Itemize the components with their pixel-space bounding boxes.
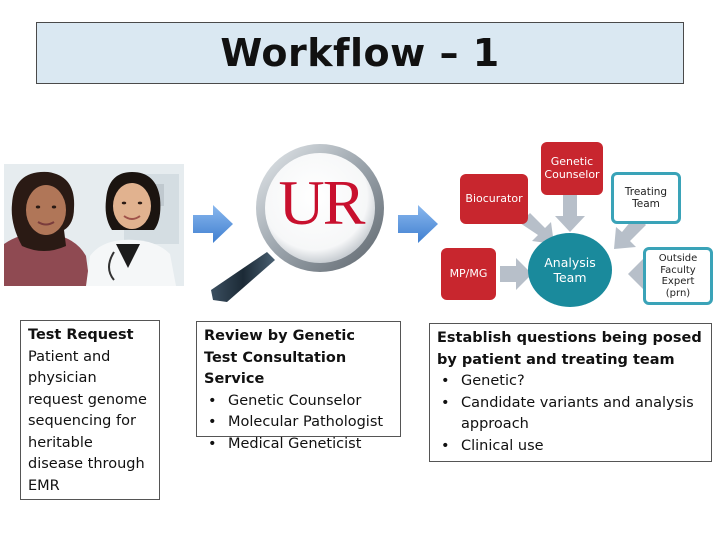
establish-questions-box: Establish questions being posed by patie… (429, 323, 712, 462)
diagonal-arrow-icon (520, 213, 554, 244)
test-request-heading: Test Request (28, 327, 134, 343)
title-banner: Workflow – 1 (36, 22, 684, 84)
page-title: Workflow – 1 (220, 31, 500, 75)
establish-questions-list: Genetic? Candidate variants and analysis… (437, 371, 704, 457)
right-arrow-icon (398, 205, 438, 243)
outside-expert-node: Outside Faculty Expert (prn) (643, 247, 713, 305)
magnifying-glass-icon: UR (205, 140, 410, 305)
treating-team-node: Treating Team (611, 172, 681, 224)
two-women-clinicians-photo (4, 164, 184, 286)
test-request-box: Test Request Patient and physician reque… (20, 320, 160, 500)
right-arrow-icon (500, 258, 532, 290)
list-item: Candidate variants and analysis approach (437, 393, 704, 436)
down-arrow-icon (555, 195, 585, 232)
test-request-body: Patient and physician request genome seq… (28, 348, 147, 494)
analysis-team-node: Analysis Team (528, 233, 612, 307)
mpmg-node: MP/MG (441, 248, 496, 300)
list-item: Genetic? (437, 371, 704, 393)
establish-questions-heading: Establish questions being posed by patie… (437, 330, 702, 368)
list-item: Genetic Counselor (204, 391, 393, 413)
biocurator-node: Biocurator (460, 174, 528, 224)
list-item: Molecular Pathologist (204, 412, 393, 434)
list-item: Medical Geneticist (204, 434, 393, 456)
clinicians-photo (4, 164, 184, 286)
review-heading: Review by Genetic Test Consultation Serv… (204, 328, 355, 387)
genetic-counselor-node: Genetic Counselor (541, 142, 603, 195)
list-item: Clinical use (437, 436, 704, 458)
review-box: Review by Genetic Test Consultation Serv… (196, 321, 401, 455)
review-list: Genetic Counselor Molecular Pathologist … (204, 391, 393, 456)
right-arrow-icon (193, 205, 233, 243)
ur-logo: UR (278, 167, 366, 238)
